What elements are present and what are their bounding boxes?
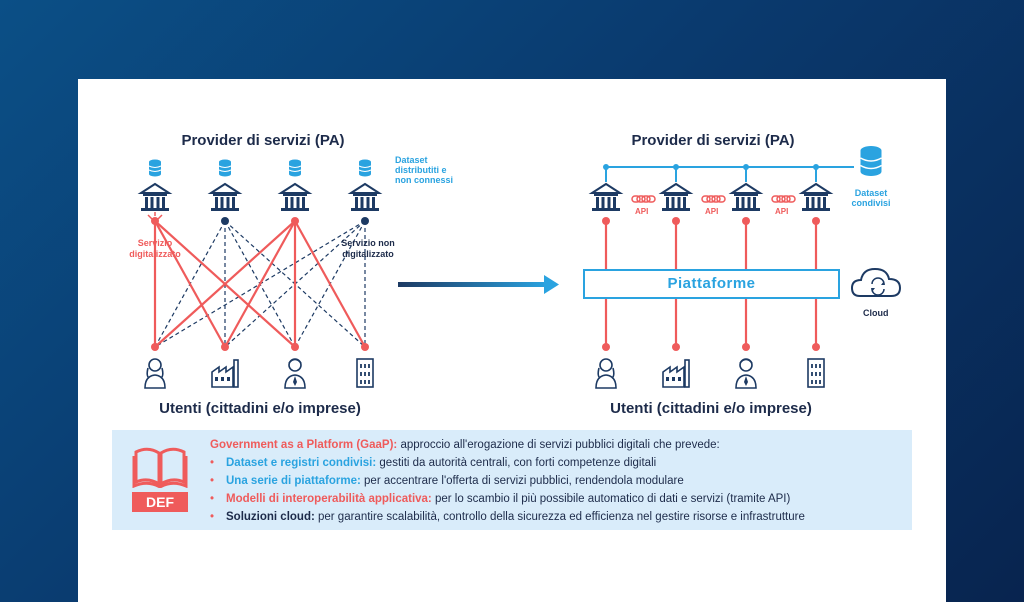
right-dataset-label: Dataset condivisi	[851, 188, 891, 208]
left-provider-title: Provider di servizi (PA)	[181, 132, 345, 149]
api-label: API	[775, 207, 789, 216]
left-dataset-label: Dataset distributiti e non connessi	[395, 155, 454, 185]
factory-icon	[662, 359, 690, 388]
bank-icon	[140, 183, 170, 212]
woman-icon	[144, 358, 166, 389]
arrow-right-icon	[398, 275, 559, 294]
api-label: API	[635, 207, 649, 216]
api-link-icon	[771, 195, 796, 203]
man-icon	[735, 358, 757, 389]
building-icon	[356, 358, 374, 388]
man-icon	[284, 358, 306, 389]
right-provider-title: Provider di servizi (PA)	[631, 132, 795, 149]
woman-icon	[595, 358, 617, 389]
list-item: •Una serie di piattaforme: per accentrar…	[210, 475, 684, 487]
digital-links	[153, 220, 366, 348]
diagram-canvas	[140, 146, 902, 389]
bank-icon	[591, 183, 621, 212]
book-icon	[132, 447, 188, 488]
bank-icon	[350, 183, 380, 212]
bank-icon	[280, 183, 310, 212]
platform-box: Piattaforme	[583, 269, 840, 299]
database-icon	[218, 159, 232, 177]
definition-text: Government as a Platform (GaaP): approcc…	[210, 436, 900, 526]
digital-service-label: Servizio digitalizzato	[129, 238, 181, 259]
database-icon	[288, 159, 302, 177]
right-users-title: Utenti (cittadini e/o imprese)	[610, 400, 812, 417]
provider-nodes	[147, 212, 369, 225]
cloud-sync-icon	[850, 267, 902, 297]
list-item: •Dataset e registri condivisi: gestiti d…	[210, 457, 657, 469]
def-badge: DEF	[132, 492, 188, 512]
bank-icon	[731, 183, 761, 212]
database-icon	[148, 159, 162, 177]
content-card: Provider di servizi (PA) Dataset distrib…	[78, 79, 946, 602]
building-icon	[807, 358, 825, 388]
bank-icon	[661, 183, 691, 212]
non-digital-service-label: Servizio non digitalizzato	[341, 238, 395, 259]
api-link-icon	[631, 195, 656, 203]
definition-box: DEF Government as a Platform (GaaP): app…	[112, 430, 912, 530]
api-label: API	[705, 207, 719, 216]
user-nodes	[151, 343, 369, 351]
bank-icon	[801, 183, 831, 212]
list-item: •Modelli di interoperabilità applicativa…	[210, 493, 791, 505]
api-link-icon	[701, 195, 726, 203]
cloud-label: Cloud	[863, 308, 889, 318]
list-item: •Soluzioni cloud: per garantire scalabil…	[210, 511, 805, 523]
database-icon	[860, 146, 882, 176]
database-icon	[358, 159, 372, 177]
definition-intro: Government as a Platform (GaaP): approcc…	[210, 439, 720, 451]
factory-icon	[211, 359, 239, 388]
bank-icon	[210, 183, 240, 212]
left-users-title: Utenti (cittadini e/o imprese)	[159, 400, 361, 417]
